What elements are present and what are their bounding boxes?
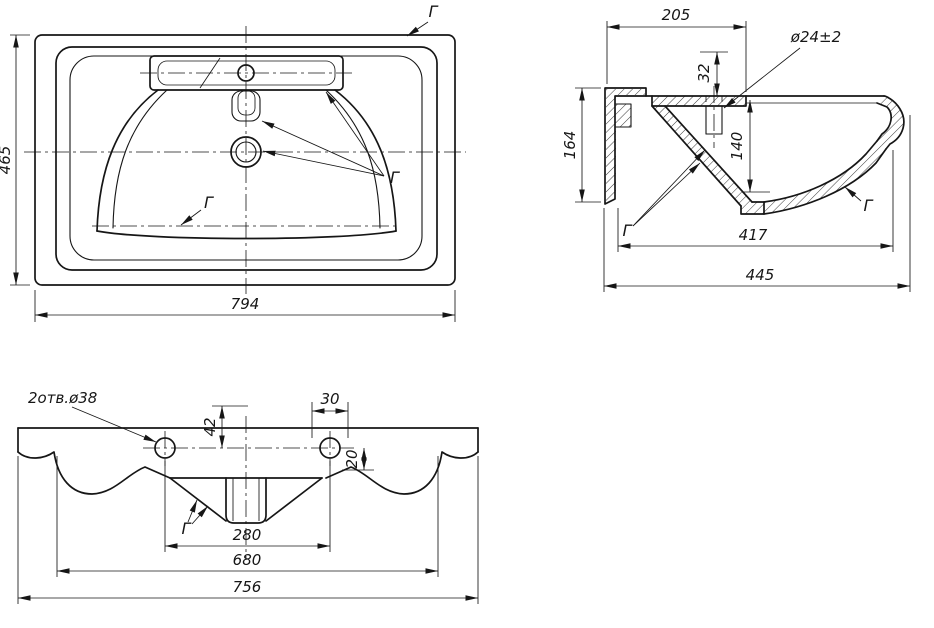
rim-outer-line bbox=[55, 46, 438, 271]
front-rim-curl-outer bbox=[883, 95, 905, 150]
hole-dia-leader bbox=[723, 47, 801, 109]
glaze-leader bbox=[261, 120, 385, 177]
dim-label-section-top: 205 bbox=[662, 6, 691, 24]
apron-tooth bbox=[615, 103, 632, 128]
faucet-deck-inner bbox=[157, 60, 336, 86]
bowl-bottom-outer bbox=[763, 148, 887, 215]
glaze-leader bbox=[406, 21, 429, 37]
dim-label-hole-dia: ø24±2 bbox=[790, 28, 841, 46]
dim-label-hole-offset: 30 bbox=[320, 390, 339, 408]
dim-label-rim-offset: 32 bbox=[695, 63, 713, 82]
glaze-leader bbox=[187, 499, 198, 523]
drain-flare-right bbox=[265, 477, 323, 522]
overflow-slot-inner bbox=[237, 90, 256, 116]
dim-label-total-width: 756 bbox=[233, 578, 262, 596]
dim-label-drain-span: 280 bbox=[233, 526, 262, 544]
glaze-mark: Г bbox=[429, 2, 439, 21]
bowl-back-wall-inner bbox=[664, 105, 753, 203]
dim-label-holes-note: 2отв.ø38 bbox=[28, 389, 97, 407]
plan-view: Г Г Г 794 465 bbox=[0, 2, 466, 322]
bowl-wall-right-inner bbox=[325, 89, 381, 229]
dim-label-body-width: 680 bbox=[233, 551, 262, 569]
front-view: 2отв.ø38 42 30 20 280 680 756 Г bbox=[17, 389, 479, 604]
glaze-leader bbox=[262, 150, 385, 177]
glaze-leader bbox=[632, 149, 706, 227]
front-rim-curl-inner bbox=[876, 102, 892, 142]
bowl-wall-left-inner bbox=[112, 89, 168, 229]
dim-label-edge-drop: 20 bbox=[343, 449, 361, 468]
drain-flare-left bbox=[169, 477, 227, 522]
bowl-wall-right-outer bbox=[334, 89, 397, 232]
bowl-wall-left-outer bbox=[96, 89, 159, 232]
hatch-deck bbox=[652, 96, 746, 106]
glaze-leader bbox=[191, 505, 209, 525]
deck-section bbox=[651, 95, 747, 107]
holes-note-leader bbox=[71, 406, 157, 443]
glaze-mark: Г bbox=[182, 519, 192, 538]
glaze-leader bbox=[325, 91, 385, 177]
glaze-mark: Г bbox=[623, 221, 633, 240]
hatch-drain bbox=[741, 202, 764, 214]
glaze-mark: Г bbox=[390, 168, 400, 187]
bowl-bottom-edge bbox=[96, 230, 397, 240]
glaze-leader bbox=[180, 209, 202, 226]
section-view: 205 32 ø24±2 164 140 417 445 Г Г bbox=[561, 6, 911, 292]
glaze-leader bbox=[632, 162, 701, 227]
sink-outer-outline bbox=[34, 34, 456, 286]
dim-label-width-total: 445 bbox=[746, 266, 775, 284]
back-apron-outline bbox=[604, 87, 647, 205]
dim-label-plan-width: 794 bbox=[231, 295, 260, 313]
dim-label-width-inner: 417 bbox=[739, 226, 768, 244]
underside-left bbox=[17, 451, 171, 495]
dim-label-bowl-depth: 140 bbox=[728, 132, 746, 161]
dim-label-plan-height: 465 bbox=[0, 146, 14, 175]
bowl-bottom-inner bbox=[763, 140, 878, 203]
glaze-mark: Г bbox=[864, 196, 874, 215]
dim-label-hole-drop: 42 bbox=[201, 417, 219, 436]
glaze-leader bbox=[844, 186, 862, 202]
dim-label-height-back: 164 bbox=[561, 131, 579, 160]
underside-right bbox=[325, 451, 479, 495]
glaze-mark: Г bbox=[204, 193, 214, 212]
